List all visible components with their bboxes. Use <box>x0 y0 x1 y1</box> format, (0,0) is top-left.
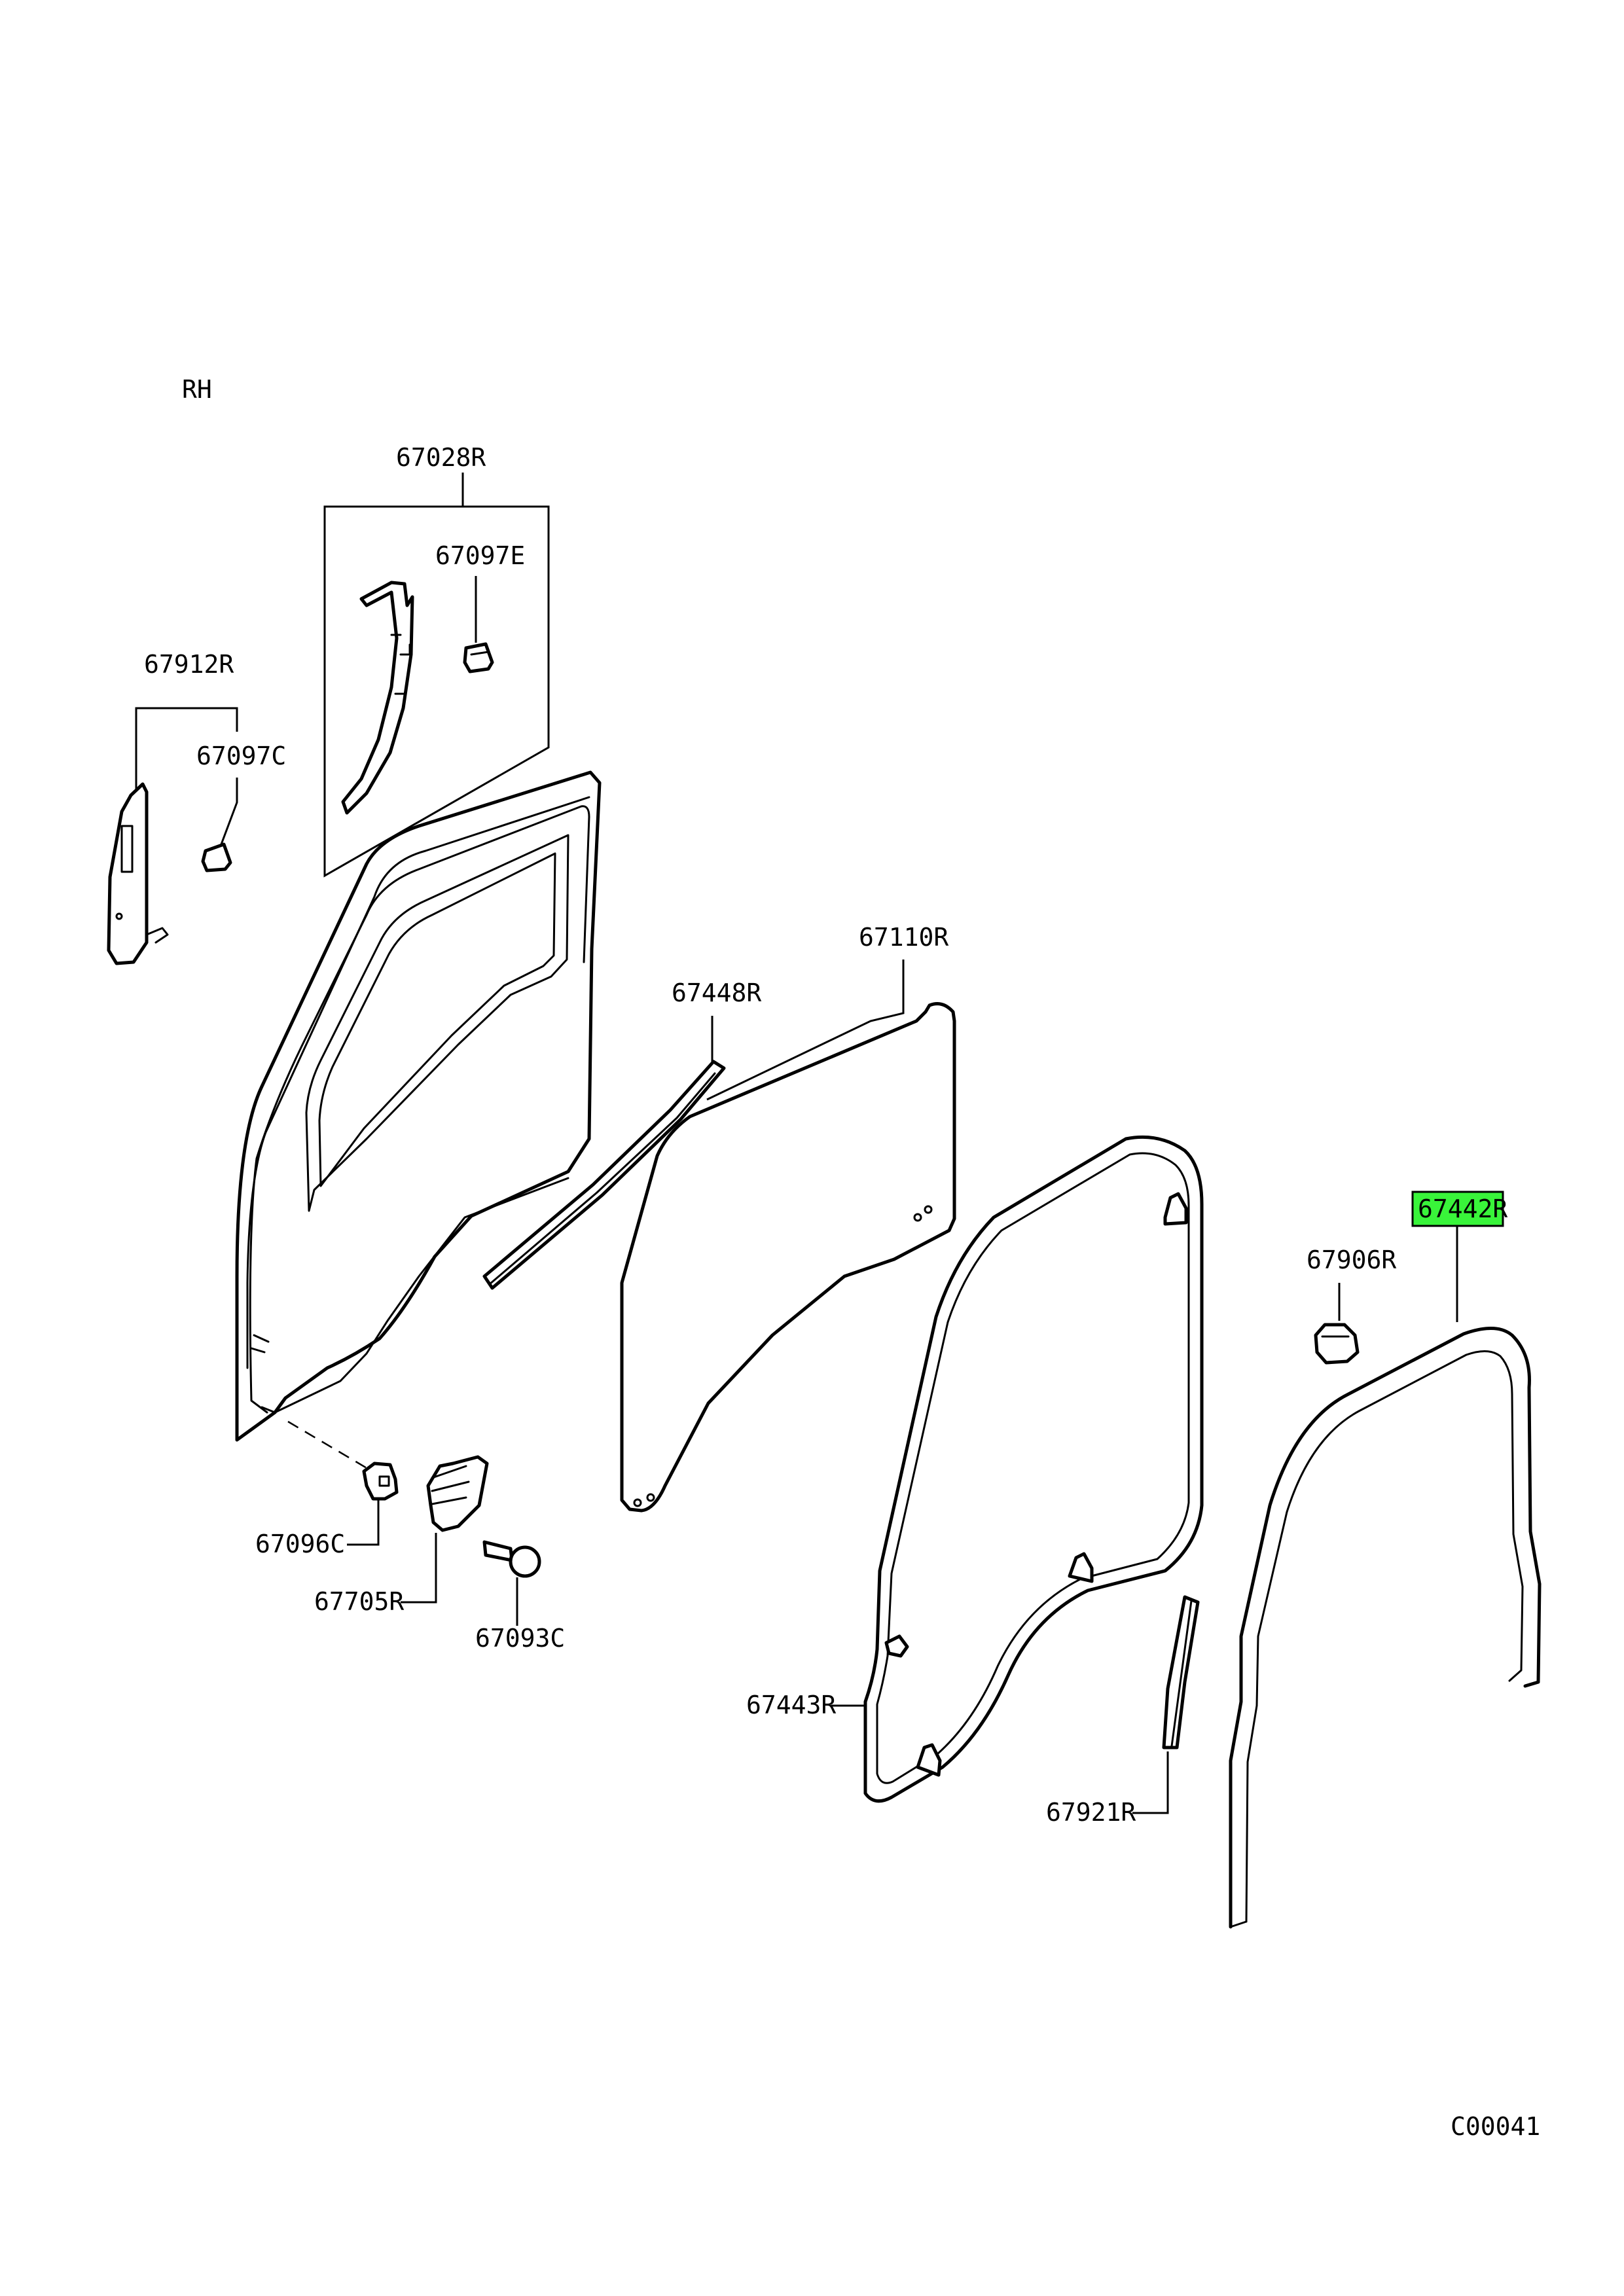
callout-67443R[interactable]: 67443R <box>746 1691 836 1719</box>
callout-67448R[interactable]: 67448R <box>672 978 761 1007</box>
weatherstrip-67442R <box>1229 1327 1542 1929</box>
callout-67097C[interactable]: 67097C <box>196 742 286 770</box>
callout-67906R[interactable]: 67906R <box>1307 1246 1396 1274</box>
part-67912R-group: 67912R 67097C <box>107 650 286 965</box>
clip-67097E-shape <box>463 642 494 673</box>
clip-67906R-shape <box>1314 1323 1360 1365</box>
diagram-code: C00041 <box>1451 2112 1540 2141</box>
clip-67097C-shape <box>201 842 232 872</box>
door-panel <box>235 770 602 1470</box>
pillar-trim-67912R <box>107 782 149 965</box>
part-67906R-group: 67906R <box>1307 1246 1396 1365</box>
part-67110R-group: 67110R <box>620 923 956 1513</box>
part-67028R-group: 67028R 67097E <box>323 443 550 878</box>
callout-67028R[interactable]: 67028R <box>396 443 486 472</box>
pin-67093C-head <box>509 1545 541 1578</box>
part-67705R-group: 67705R <box>314 1455 489 1616</box>
side-label: RH <box>182 375 212 404</box>
callout-67442R-highlight <box>1411 1191 1504 1227</box>
bracket-67705R <box>426 1455 489 1532</box>
callout-67093C[interactable]: 67093C <box>475 1624 565 1653</box>
callout-67705R[interactable]: 67705R <box>314 1587 404 1616</box>
callout-67097E[interactable]: 67097E <box>435 541 525 570</box>
part-67442R-group: 67442R <box>1229 1191 1542 1929</box>
glass-run-67448R <box>482 1060 726 1290</box>
pin-67093C-stem <box>482 1540 514 1562</box>
part-67921R-group: 67921R <box>1046 1595 1200 1827</box>
callout-67096C[interactable]: 67096C <box>255 1530 345 1558</box>
pillar-garnish-inner <box>341 581 414 815</box>
callout-67921R[interactable]: 67921R <box>1046 1798 1136 1827</box>
callout-67912R[interactable]: 67912R <box>144 650 234 679</box>
callout-67442R[interactable]: 67442R <box>1418 1194 1507 1223</box>
callout-67110R[interactable]: 67110R <box>859 923 948 952</box>
door-glass-67110R <box>620 1002 956 1513</box>
weatherstrip-67443R <box>863 1135 1204 1803</box>
part-67096C-group: 67096C <box>255 1462 399 1558</box>
part-67448R-group: 67448R <box>482 978 761 1290</box>
part-67443R-group: 67443R <box>746 1135 1204 1803</box>
part-67093C-group: 67093C <box>475 1540 565 1653</box>
